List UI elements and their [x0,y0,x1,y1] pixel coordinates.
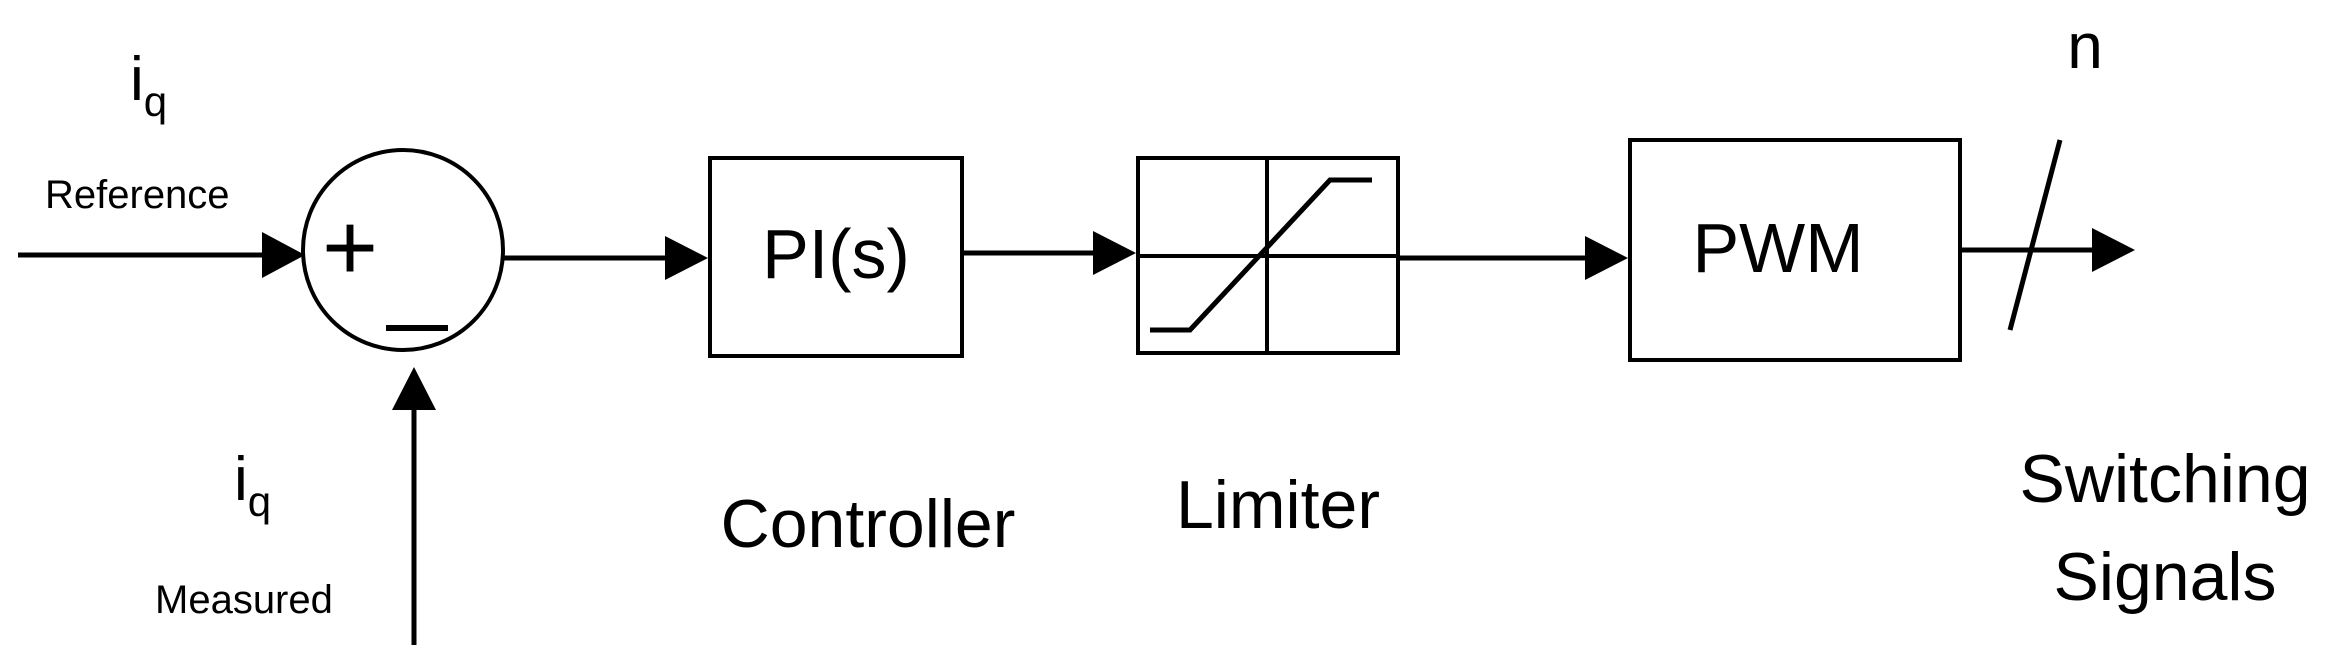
error-arrowhead [665,236,708,280]
controller-text: PI(s) [762,215,910,293]
svg-text:iq: iq [130,45,167,125]
output-caption-line2: Signals [2053,539,2276,615]
svg-text:iq: iq [234,445,271,525]
limiter-caption: Limiter [1176,467,1380,543]
controller-caption: Controller [721,486,1016,562]
pwm-block: PWM [1628,138,1962,362]
measured-symbol: i [234,445,248,514]
reference-input-label: iq Reference [45,45,230,217]
reference-subscript: q [144,78,167,125]
controller-to-limiter-arrowhead [1093,231,1136,275]
output-arrowhead [2092,228,2135,272]
saturation-curve-icon [1150,177,1372,333]
limiter-block [1136,156,1400,355]
summing-junction: + [301,148,505,352]
measured-subscript: q [248,478,271,525]
output-caption-line1: Switching [2019,441,2310,517]
measured-arrowhead [392,367,436,410]
plus-sign: + [322,194,378,301]
bus-slash [2007,139,2063,331]
reference-arrowhead [262,232,305,278]
reference-symbol: i [130,45,144,114]
pwm-text: PWM [1692,209,1863,287]
reference-label: Reference [45,173,230,217]
controller-block: PI(s) [708,156,964,358]
measured-label: Measured [155,578,333,622]
measured-input-label: iq Measured [155,445,333,622]
limiter-to-pwm-arrowhead [1585,236,1628,280]
bus-width-label: n [2067,10,2103,82]
